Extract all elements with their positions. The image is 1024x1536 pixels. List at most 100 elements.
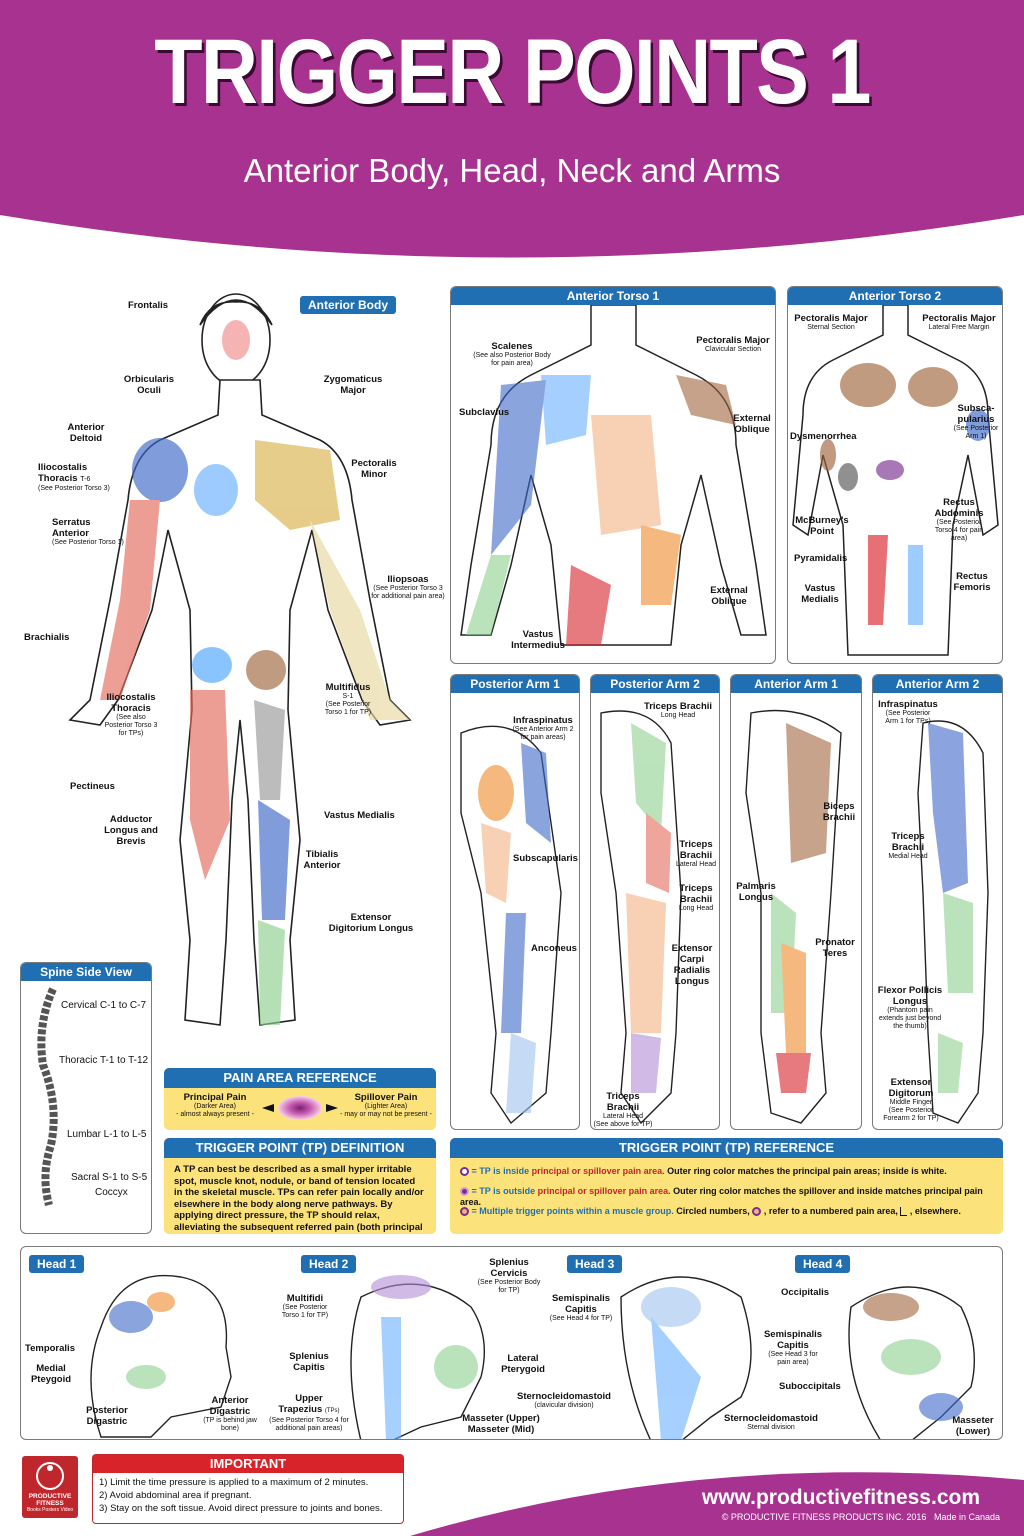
tp-reference-row-multiple: = Multiple trigger points within a muscl… [460, 1206, 961, 1217]
label-iliocostalis-thoracis-1: Iliocostalis Thoracis T-6(See Posterior … [38, 462, 110, 492]
anterior-arm-2-figure [917, 720, 989, 1124]
copyright-line: © PRODUCTIVE FITNESS PRODUCTS INC. 2016 … [721, 1512, 1000, 1522]
label-semispinalis-capitis-h3: Semispinalis Capitis(See Head 4 for TP) [549, 1293, 613, 1322]
header-background [0, 0, 1024, 258]
label-temporalis: Temporalis [25, 1343, 75, 1354]
important-title: IMPORTANT [93, 1455, 403, 1473]
pain-gradient-icon [262, 1096, 338, 1120]
label-serratus-anterior: Serratus Anterior(See Posterior Torso 1) [52, 517, 124, 546]
panel-heads: Head 1 Head 2 Head 3 Head 4 Temporalis M… [20, 1246, 1003, 1440]
logo-icon [36, 1462, 64, 1490]
panel-title: Anterior Torso 1 [451, 287, 775, 305]
posterior-arm-2-figure [600, 710, 682, 1125]
important-item-3: 3) Stay on the soft tissue. Avoid direct… [99, 1503, 383, 1514]
label-medial-pteygoid: Medial Pteygoid [30, 1363, 72, 1385]
label-orbicularis-oculi: Orbicularis Oculi [123, 374, 175, 396]
numbered-area-icon [900, 1207, 908, 1217]
label-rectus-abdominis: Rectus Abdominis(See Posterior Torso 4 f… [934, 497, 984, 542]
numbered-ring-icon [460, 1207, 469, 1217]
panel-title: Spine Side View [21, 963, 151, 981]
label-frontalis: Frontalis [127, 300, 169, 311]
label-pectineus: Pectineus [70, 781, 115, 792]
panel-title: Posterior Arm 2 [591, 675, 719, 693]
panel-title: Posterior Arm 1 [451, 675, 579, 693]
panel-anterior-torso-1: Anterior Torso 1 Scalenes(See also Poste… [450, 286, 776, 664]
ring-outside-icon [460, 1187, 469, 1197]
website-url[interactable]: www.productivefitness.com [701, 1486, 980, 1509]
tp-reference-row-outside: = TP is outside principal or spillover p… [460, 1186, 983, 1207]
tp-reference-title: TRIGGER POINT (TP) REFERENCE [450, 1138, 1003, 1158]
label-masseter-upper-mid: Masseter (Upper) Masseter (Mid) [462, 1413, 540, 1435]
label-anconeus: Anconeus [531, 943, 577, 954]
principal-pain-label: Principal Pain(Darker Area)- almost alwa… [176, 1092, 254, 1118]
label-iliocostalis-thoracis-2: Iliocostalis Thoracis(See also Posterior… [104, 692, 158, 737]
label-posterior-digastric: Posterior Digastric [86, 1405, 128, 1427]
tp-reference: TRIGGER POINT (TP) REFERENCE = TP is ins… [450, 1138, 1003, 1234]
label-suboccipitals: Suboccipitals [779, 1381, 841, 1392]
page-subtitle: Anterior Body, Head, Neck and Arms [243, 152, 781, 189]
label-extensor-digitorium-longus: Extensor Digitorium Longus [328, 912, 414, 934]
label-infraspinatus: Infraspinatus(See Anterior Arm 2 for pai… [512, 715, 574, 741]
label-dysmenorrhea: Dysmenorrhea [790, 431, 857, 442]
label-external-oblique-upper: External Oblique [733, 413, 771, 435]
torso-1-figure [460, 305, 767, 646]
label-infraspinatus-aa2: Infraspinatus(See Posterior Arm 1 for TP… [878, 699, 938, 725]
important-box: IMPORTANT 1) Limit the time pressure is … [92, 1454, 404, 1524]
label-external-oblique-lower: External Oblique [710, 585, 748, 607]
spine-cervical: Cervical C-1 to C-7 [61, 1000, 147, 1011]
torso-2-figure [792, 305, 999, 656]
label-masseter-lower: Masseter (Lower) [952, 1415, 994, 1437]
tp-definition: TRIGGER POINT (TP) DEFINITION A TP can b… [164, 1138, 436, 1234]
spine-illustration [37, 987, 58, 1207]
label-splenius-capitis: Splenius Capitis [289, 1351, 329, 1373]
spine-coccyx: Coccyx [95, 1187, 128, 1198]
panel-anterior-arm-2: Anterior Arm 2 Infraspinatus(See Posteri… [872, 674, 1003, 1130]
tp-reference-row-inside: = TP is inside principal or spillover pa… [460, 1166, 947, 1177]
footer-band [410, 1472, 1024, 1536]
spillover-pain-label: Spillover Pain(Lighter Area)- may or may… [340, 1092, 432, 1118]
label-sternocleidomastoid-clavicular: Sternocleidomastoid(clavicular division) [517, 1391, 611, 1409]
label-lateral-pterygoid: Lateral Pterygoid [501, 1353, 545, 1375]
label-extensor-carpi-radialis: Extensor Carpi Radialis Longus [671, 943, 713, 987]
page-title: TRIGGER POINTS 1 [154, 21, 871, 123]
label-iliopsoas: Iliopsoas(See Posterior Torso 3 for addi… [371, 574, 445, 600]
label-subscapularius: Subsca- pularius(See Posterior Arm 1) [953, 403, 999, 440]
panel-title: Anterior Arm 2 [873, 675, 1002, 693]
label-splenius-cervicis: Splenius Cervicis(See Posterior Body for… [477, 1257, 541, 1294]
important-item-1: 1) Limit the time pressure is applied to… [99, 1477, 369, 1488]
label-biceps-brachii: Biceps Brachii [822, 801, 856, 823]
label-subscapularis: Subscapularis [513, 853, 578, 864]
numbered-ring-icon-small [752, 1207, 762, 1217]
label-vastus-medialis: Vastus Medialis [324, 810, 395, 821]
label-brachialis: Brachialis [24, 632, 70, 643]
label-scalenes: Scalenes(See also Posterior Body for pai… [473, 341, 551, 367]
label-vastus-medialis-t2: Vastus Medialis [801, 583, 839, 605]
label-pectoralis-minor: Pectoralis Minor [351, 458, 397, 480]
tp-definition-text: A TP can best be described as a small hy… [174, 1164, 424, 1234]
anterior-body-tag: Anterior Body [300, 296, 397, 314]
label-flexor-pollicis-longus: Flexor Pollicis Longus(Phantom pain exte… [877, 985, 943, 1030]
tp-definition-title: TRIGGER POINT (TP) DEFINITION [164, 1138, 436, 1158]
panel-posterior-arm-1: Posterior Arm 1 Infraspinatus(See Anteri… [450, 674, 580, 1130]
label-anterior-deltoid: Anterior Deltoid [67, 422, 105, 444]
panel-spine-side-view: Spine Side View Cervical C-1 to C-7 Thor… [20, 962, 152, 1234]
head-1-tag: Head 1 [29, 1255, 85, 1273]
label-vastus-intermedius: Vastus Intermedius [511, 629, 565, 651]
label-mcburneys-point: McBurney's Point [795, 515, 849, 537]
head-2-tag: Head 2 [301, 1255, 357, 1273]
ring-inside-icon [460, 1167, 469, 1177]
label-rectus-femoris: Rectus Femoris [953, 571, 991, 593]
spine-lumbar: Lumbar L-1 to L-5 [67, 1129, 147, 1140]
spine-thoracic: Thoracic T-1 to T-12 [59, 1055, 149, 1066]
